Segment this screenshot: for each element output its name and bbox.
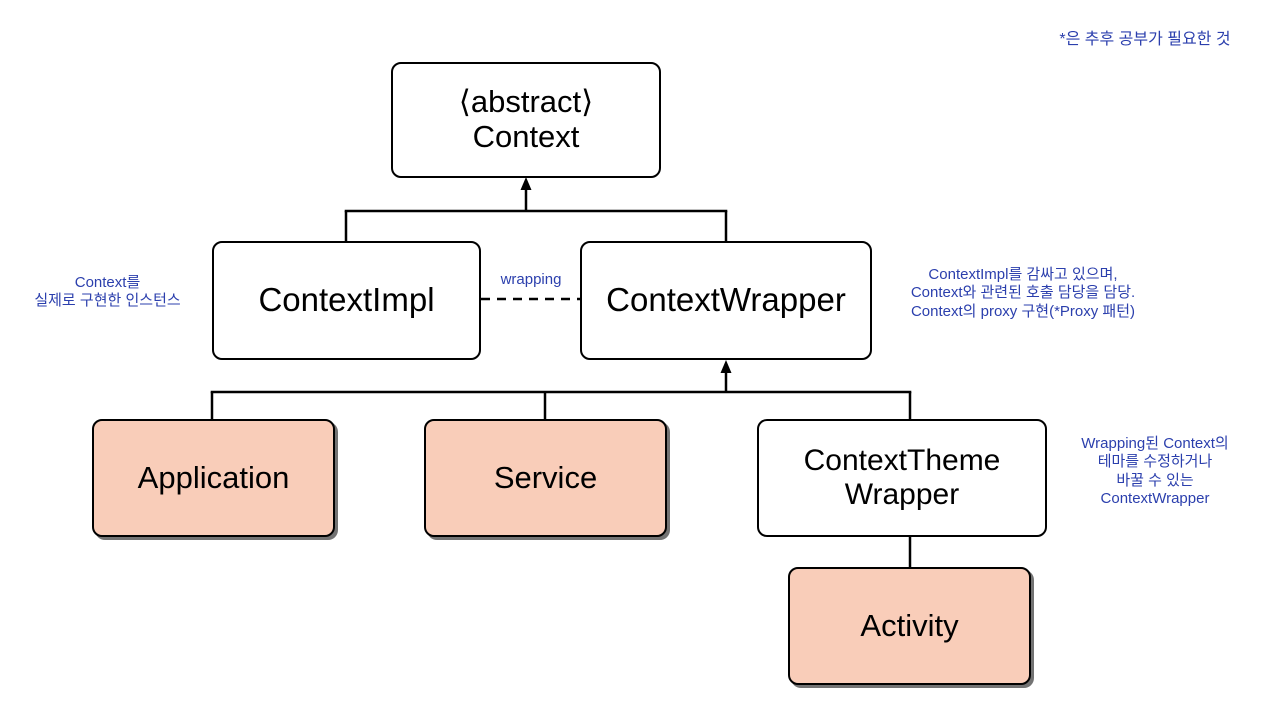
note-context-impl: Context를 실제로 구현한 인스턴스	[34, 274, 181, 310]
note-top-right: *은 추후 공부가 필요한 것	[1059, 31, 1231, 48]
node-context-impl[interactable]: ContextImpl	[212, 241, 481, 360]
node-context-label: ⟨abstract⟩ Context	[458, 84, 594, 154]
node-context-wrapper-label: ContextWrapper	[606, 281, 846, 319]
node-application-label: Application	[137, 459, 290, 495]
note-context-wrapper: ContextImpl를 감싸고 있으며, Context와 관련된 호출 담당…	[910, 266, 1136, 320]
node-service-label: Service	[493, 459, 598, 495]
edge-label-wrapping: wrapping	[500, 271, 562, 288]
node-activity[interactable]: Activity	[788, 567, 1031, 685]
node-context[interactable]: ⟨abstract⟩ Context	[391, 62, 661, 178]
node-application[interactable]: Application	[92, 419, 335, 537]
node-context-wrapper[interactable]: ContextWrapper	[580, 241, 872, 360]
node-context-theme-wrapper[interactable]: ContextTheme Wrapper	[757, 419, 1047, 537]
node-service[interactable]: Service	[424, 419, 667, 537]
node-activity-label: Activity	[860, 607, 959, 643]
node-context-theme-wrapper-label: ContextTheme Wrapper	[803, 444, 1001, 511]
connector-to-context-wrapper	[210, 360, 912, 419]
note-context-theme-wrapper: Wrapping된 Context의 테마를 수정하거나 바꿀 수 있는 Con…	[1081, 435, 1229, 507]
node-context-impl-label: ContextImpl	[258, 281, 435, 319]
